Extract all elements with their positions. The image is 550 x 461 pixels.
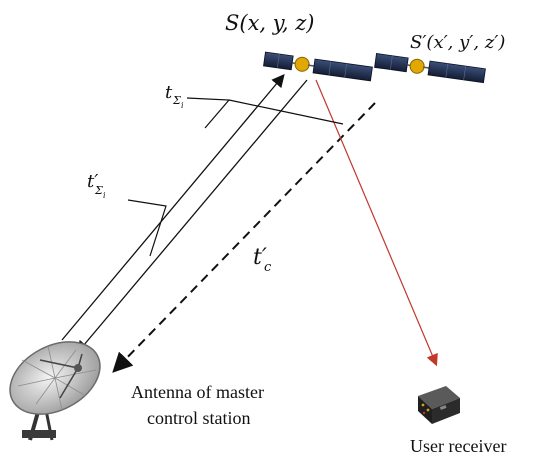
receiver-label: User receiver: [410, 436, 506, 456]
t-sigma-label: t Σ i: [165, 82, 184, 110]
antenna-label-line1: Antenna of master: [131, 382, 264, 402]
t-sigma-prime-label: t′ Σ i: [87, 171, 106, 200]
svg-text:i: i: [103, 191, 106, 200]
svg-text:t′: t′: [87, 171, 98, 192]
signal-arrow: [315, 79, 438, 367]
satellite-body: [294, 56, 310, 72]
satellite-prime-label: S′(x′, y′, z′): [410, 32, 505, 53]
svg-text:t′: t′: [253, 245, 267, 270]
tc-prime-dashed-arrow: [112, 102, 376, 373]
t-sigma-horizontal-leader: [228, 99, 344, 125]
svg-text:Σ: Σ: [94, 184, 103, 197]
svg-text:Σ: Σ: [172, 94, 181, 107]
satellite-prime-right-panel: [427, 60, 486, 84]
t-sigma-leader: [186, 97, 231, 129]
downlink-arrow: [76, 79, 308, 354]
antenna-label-line2: control station: [147, 408, 250, 428]
svg-text:t: t: [165, 82, 173, 103]
satellite-prime-icon: [374, 53, 486, 84]
svg-text:c: c: [264, 260, 272, 275]
t-sigma-prime-leader: [127, 199, 167, 257]
satellite-icon: [263, 51, 373, 82]
svg-text:i: i: [181, 101, 184, 110]
satellite-label: S(x, y, z): [225, 11, 314, 35]
tc-prime-label: t′ c: [253, 245, 272, 275]
dish-antenna-icon: [9, 341, 101, 441]
receiver-icon: [418, 386, 460, 424]
satellite-right-panel: [312, 58, 373, 82]
satellite-prime-body: [409, 58, 425, 74]
uplink-arrow: [61, 74, 285, 341]
